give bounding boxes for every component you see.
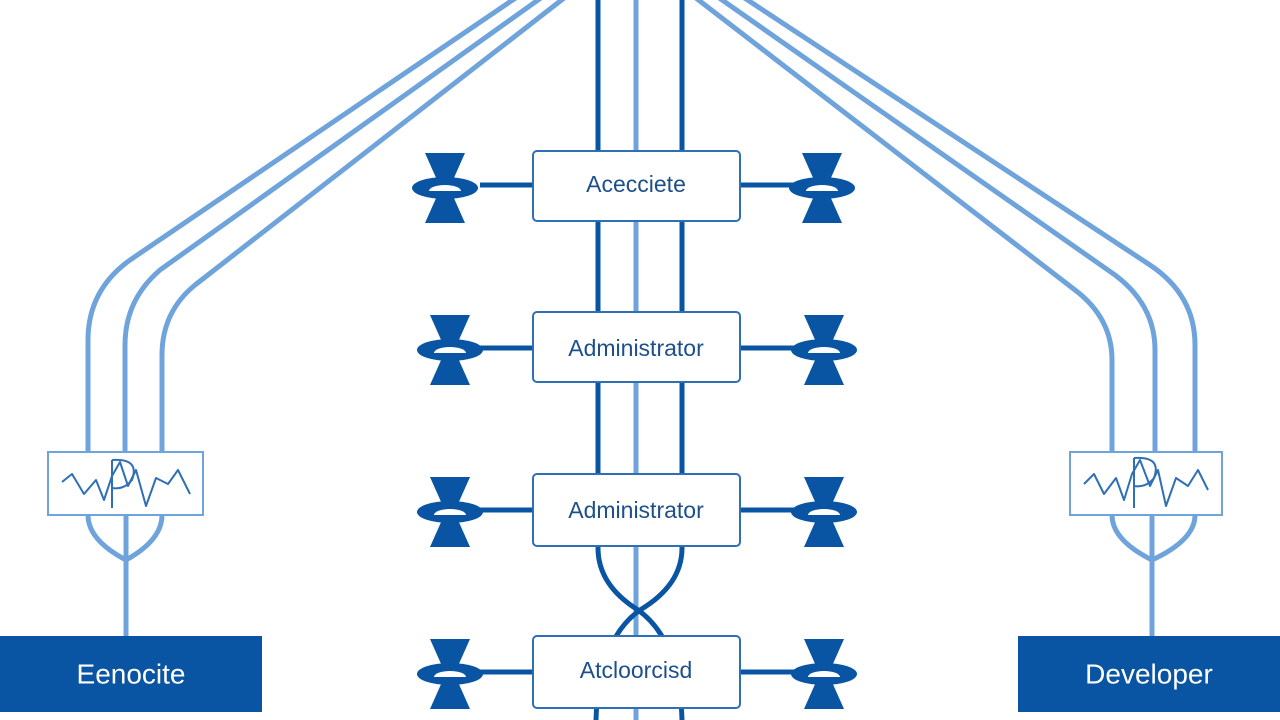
right-merge-lines <box>1109 512 1198 643</box>
left-endpoint-label: Eenocite <box>77 659 186 690</box>
connectors <box>412 153 857 709</box>
hourglass-connector-icon <box>789 153 855 223</box>
left-wire-bundle <box>85 0 566 458</box>
role-node-4[interactable]: Atcloorcisd <box>532 635 741 709</box>
role-node-box <box>532 150 741 222</box>
left-endpoint-rect <box>0 636 262 712</box>
left-merge-lines <box>85 512 165 643</box>
hourglass-connector-icon <box>417 477 483 547</box>
left-wire-inner <box>159 0 566 458</box>
hourglass-connector-icon <box>417 639 483 709</box>
hourglass-connector-icon <box>791 315 857 385</box>
role-node-label: Administrator <box>568 335 704 361</box>
right-endpoint-rect <box>1018 636 1280 712</box>
right-wire-outer <box>743 0 1198 458</box>
hourglass-connector-icon <box>412 153 478 223</box>
left-endpoint <box>47 451 204 643</box>
right-endpoint <box>1069 451 1223 643</box>
left-endpoint-box[interactable]: Eenocite <box>0 636 262 712</box>
role-node-2[interactable]: Administrator <box>532 311 741 383</box>
right-endpoint-label: Developer <box>1085 659 1213 690</box>
right-wire-bundle <box>694 0 1198 458</box>
left-wire-middle <box>122 0 543 458</box>
right-wire-middle <box>717 0 1158 458</box>
hourglass-connector-icon <box>417 315 483 385</box>
role-node-1[interactable]: Acecciete <box>532 150 741 222</box>
right-endpoint-box[interactable]: Developer <box>1018 636 1280 712</box>
role-node-3[interactable]: Administrator <box>532 473 741 547</box>
signal-waveform-icon <box>61 458 191 508</box>
role-node-label: Administrator <box>568 497 704 523</box>
hourglass-connector-icon <box>791 639 857 709</box>
role-node-label: Acecciete <box>586 171 686 197</box>
role-node-box <box>532 635 741 709</box>
left-wire-outer <box>85 0 518 458</box>
role-node-box <box>532 311 741 383</box>
left-waveform-box <box>47 451 204 516</box>
role-node-label: Atcloorcisd <box>580 657 692 683</box>
signal-waveform-icon <box>1083 456 1209 508</box>
role-node-box <box>532 473 741 547</box>
hourglass-connector-icon <box>791 477 857 547</box>
right-wire-inner <box>694 0 1115 458</box>
